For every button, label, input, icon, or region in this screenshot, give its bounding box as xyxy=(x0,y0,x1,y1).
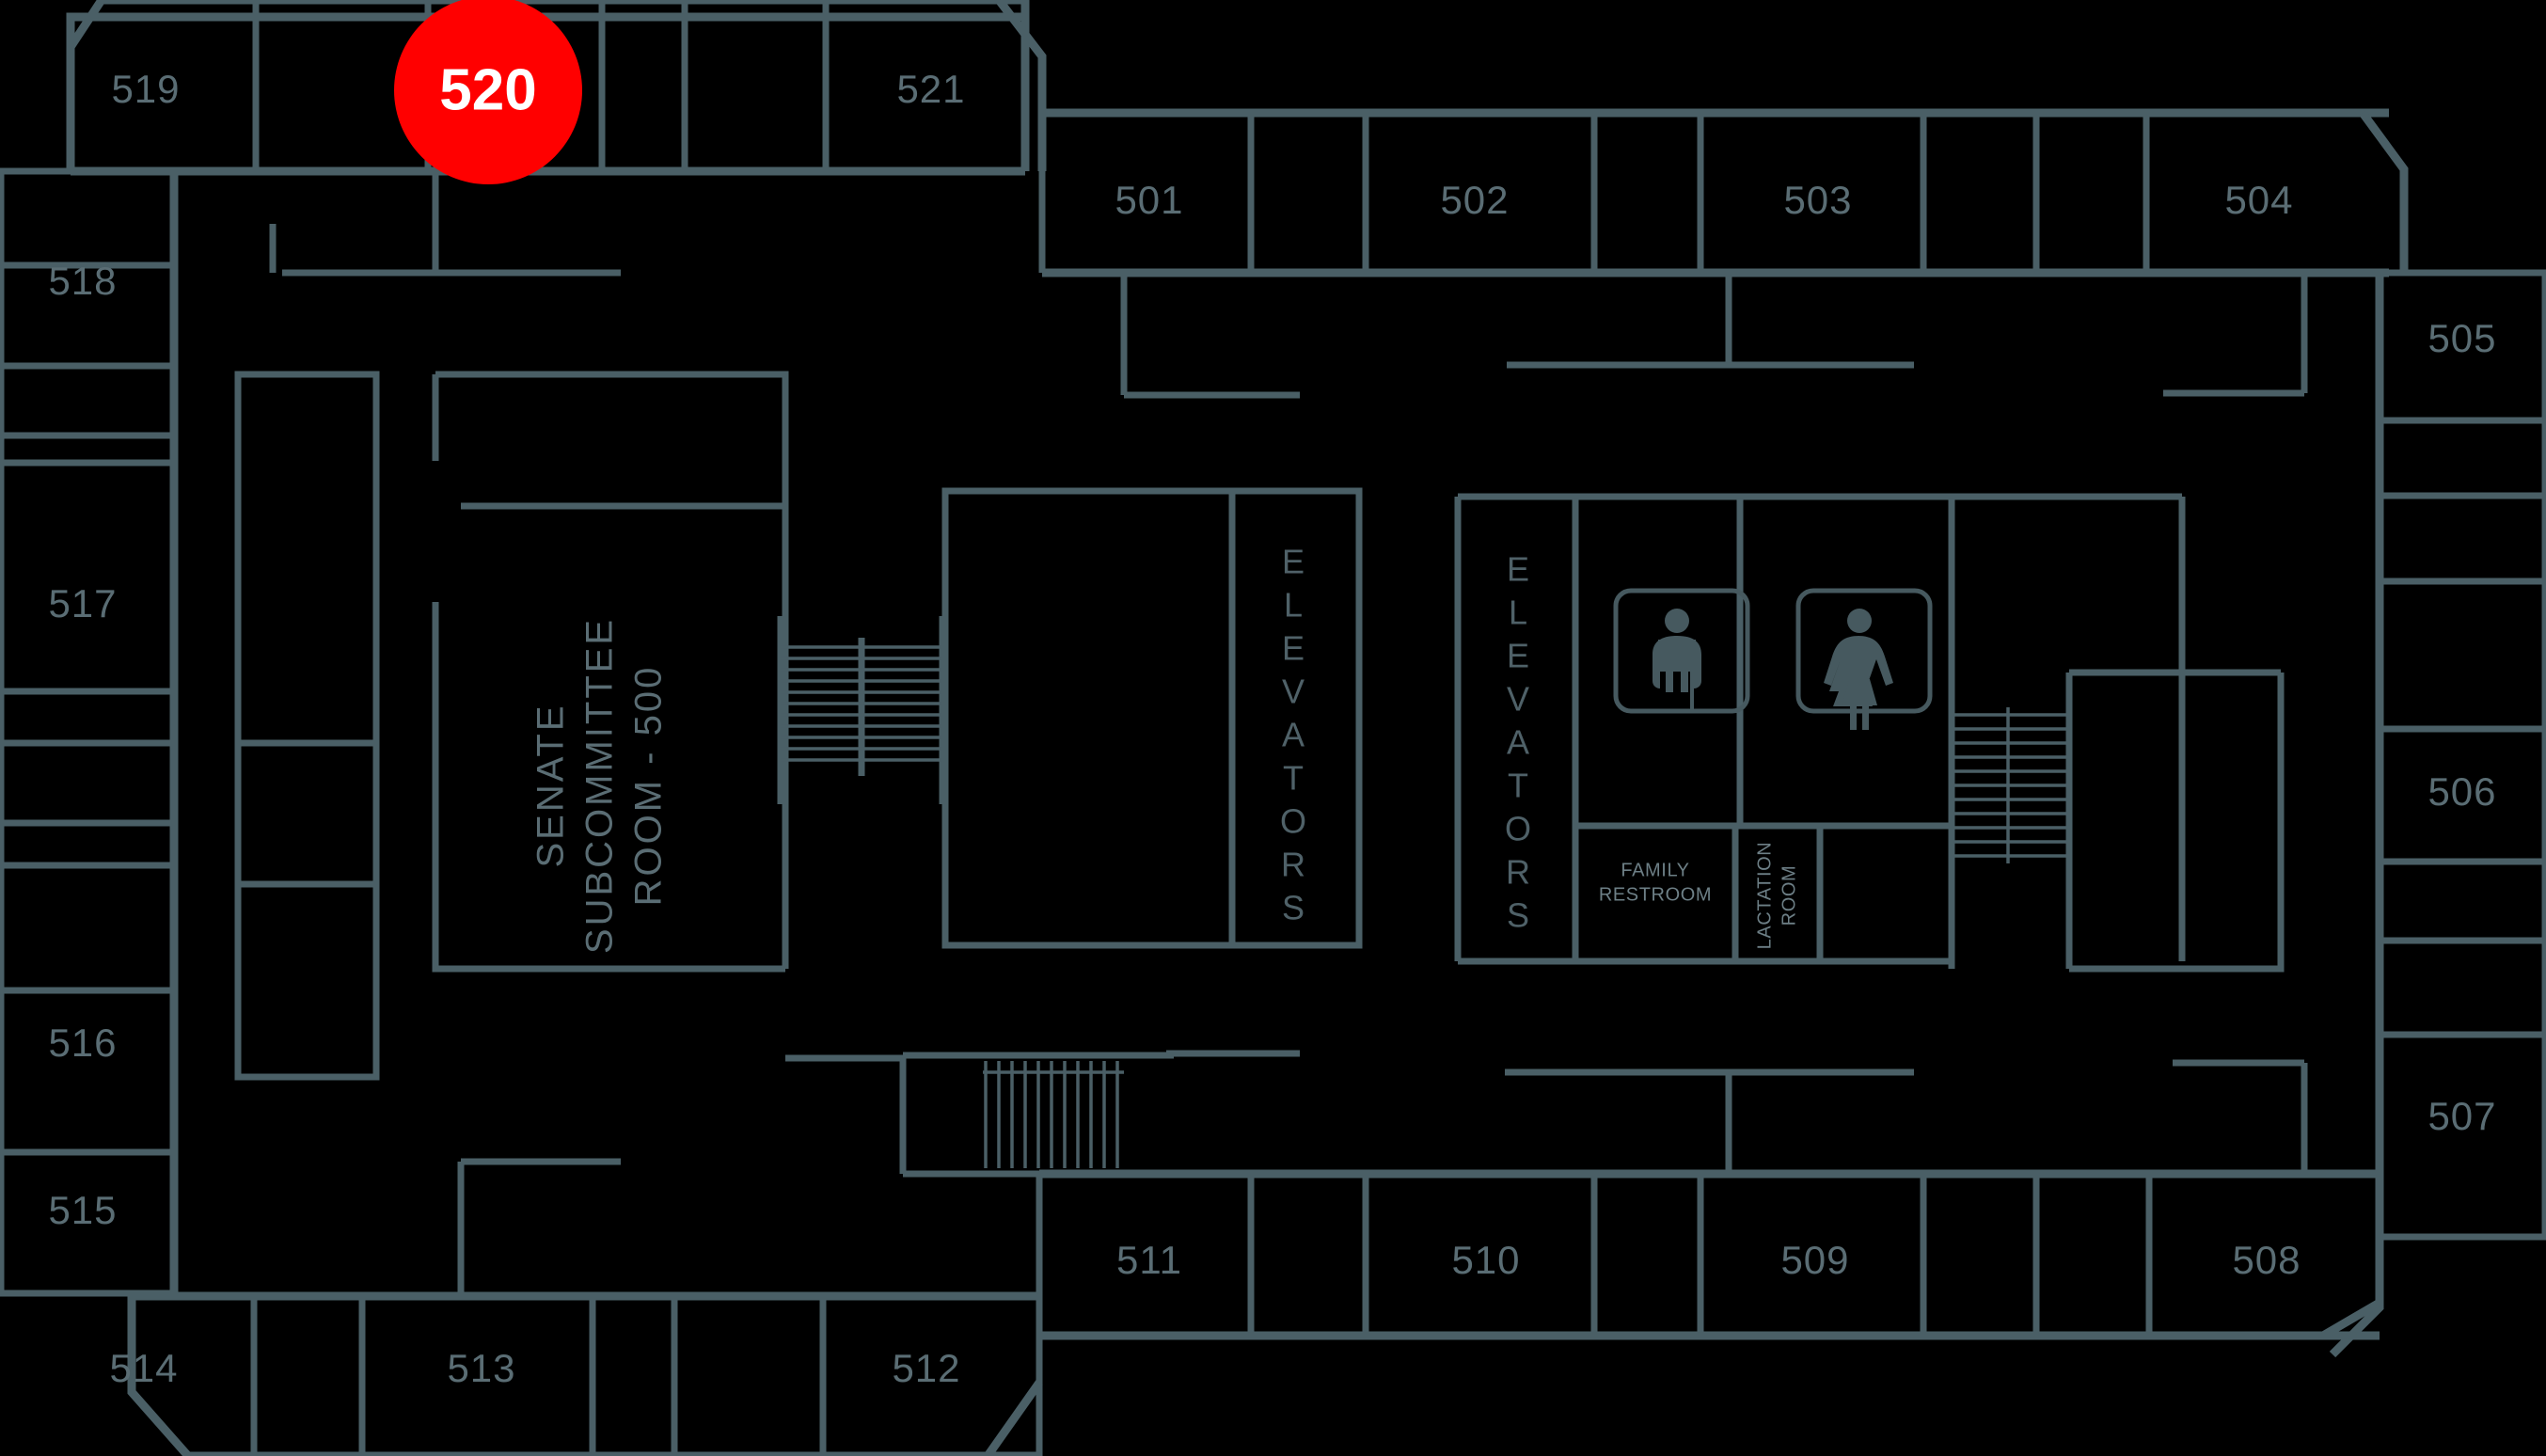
room-number-labels: 519 521 501 502 503 504 505 506 507 508 … xyxy=(48,67,2496,1390)
elev-w-8: S xyxy=(1282,889,1305,927)
room-label-514[interactable]: 514 xyxy=(109,1346,178,1390)
elev-e-8: S xyxy=(1507,896,1529,935)
elev-e-4: A xyxy=(1507,723,1529,762)
room-label-507[interactable]: 507 xyxy=(2427,1094,2496,1138)
elevators-east-label: E L E V A T O R S xyxy=(1505,550,1531,935)
room-label-501[interactable]: 501 xyxy=(1115,178,1183,222)
interior-partitions xyxy=(234,171,2308,1296)
lactation-line-2: ROOM xyxy=(1779,865,1799,926)
room-label-506[interactable]: 506 xyxy=(2427,769,2496,814)
highlight-circle[interactable] xyxy=(394,0,582,184)
bottom-right-wing xyxy=(1036,1169,2384,1340)
elev-e-6: O xyxy=(1505,810,1531,848)
elev-w-3: V xyxy=(1282,673,1305,711)
room-label-518[interactable]: 518 xyxy=(48,259,117,303)
elev-e-3: V xyxy=(1507,680,1529,719)
senate-line-3: ROOM - 500 xyxy=(628,665,670,907)
room-label-504[interactable]: 504 xyxy=(2224,178,2293,222)
elev-w-1: L xyxy=(1284,586,1303,625)
family-restroom-label: FAMILY RESTROOM xyxy=(1599,860,1712,905)
room-label-519[interactable]: 519 xyxy=(111,67,180,111)
womens-restroom-icon xyxy=(1795,588,1933,730)
room-label-521[interactable]: 521 xyxy=(896,67,965,111)
room-label-505[interactable]: 505 xyxy=(2427,316,2496,360)
room-label-508[interactable]: 508 xyxy=(2232,1238,2301,1282)
highlight-marker-520[interactable]: 520 xyxy=(394,0,582,184)
room-label-511[interactable]: 511 xyxy=(1116,1238,1182,1282)
senate-line-2: SUBCOMMITTEE xyxy=(579,617,621,954)
highlight-room-label: 520 xyxy=(439,57,536,122)
stairs-south-icon xyxy=(903,1052,1174,1178)
stairs-west-icon xyxy=(777,616,946,804)
room-label-517[interactable]: 517 xyxy=(48,581,117,625)
room-label-516[interactable]: 516 xyxy=(48,1021,117,1065)
lactation-room-label: LACTATION ROOM xyxy=(1754,842,1799,950)
left-column-wing xyxy=(0,167,179,1297)
top-right-wing xyxy=(1038,108,2409,277)
room-label-515[interactable]: 515 xyxy=(48,1188,117,1232)
room-label-502[interactable]: 502 xyxy=(1440,178,1509,222)
elev-e-1: L xyxy=(1509,593,1527,632)
elev-e-2: E xyxy=(1507,637,1529,675)
elev-e-0: E xyxy=(1507,550,1529,589)
room-label-503[interactable]: 503 xyxy=(1783,178,1852,222)
elev-w-6: O xyxy=(1280,802,1306,841)
family-restroom-line-2: RESTROOM xyxy=(1599,884,1712,905)
lactation-line-1: LACTATION xyxy=(1754,842,1775,950)
elev-w-2: E xyxy=(1282,629,1305,668)
bottom-left-wing xyxy=(127,1291,1043,1456)
elev-e-7: R xyxy=(1506,853,1530,892)
room-label-509[interactable]: 509 xyxy=(1780,1238,1849,1282)
stairs-east-icon xyxy=(1954,707,2067,863)
elev-w-4: A xyxy=(1282,716,1305,754)
elev-w-7: R xyxy=(1281,846,1305,884)
senate-subcommittee-room-label: SENATE SUBCOMMITTEE ROOM - 500 xyxy=(530,617,670,954)
room-label-510[interactable]: 510 xyxy=(1451,1238,1520,1282)
elev-e-5: T xyxy=(1508,767,1528,805)
senate-line-1: SENATE xyxy=(530,703,572,867)
mens-restroom-icon xyxy=(1613,588,1750,714)
elevators-west-label: E L E V A T O R S xyxy=(1280,543,1306,927)
elev-w-0: E xyxy=(1282,543,1305,581)
room-label-512[interactable]: 512 xyxy=(892,1346,960,1390)
room-label-513[interactable]: 513 xyxy=(447,1346,515,1390)
family-restroom-line-1: FAMILY xyxy=(1621,860,1689,880)
elev-w-5: T xyxy=(1283,759,1304,798)
